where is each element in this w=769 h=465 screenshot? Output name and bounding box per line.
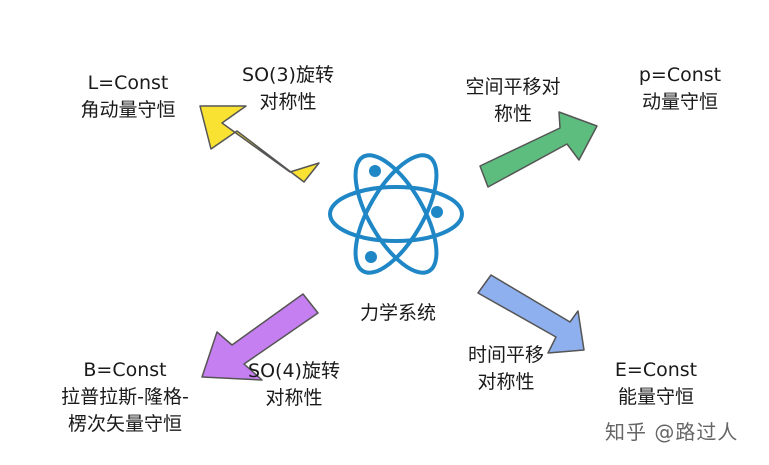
watermark: 知乎 @路过人: [605, 420, 739, 444]
symmetry-line: 对称性: [259, 91, 317, 113]
symmetry-line: 空间平移对: [465, 76, 561, 98]
conserved-symbol: E=Const: [614, 359, 698, 381]
symmetry-line: SO(4)旋转: [248, 360, 340, 382]
symmetry-space-translation: 空间平移对 称性: [458, 74, 568, 128]
arrow-energy: [477, 274, 585, 354]
conserved-runge-lenz: B=Const 拉普拉斯-隆格- 楞次矢量守恒: [50, 357, 200, 438]
conserved-name: 动量守恒: [641, 91, 718, 113]
conserved-momentum: p=Const 动量守恒: [628, 62, 732, 116]
symmetry-so3: SO(3)旋转 对称性: [236, 62, 340, 116]
conserved-angular-momentum: L=Const 角动量守恒: [72, 70, 184, 124]
conserved-symbol: L=Const: [87, 72, 169, 94]
conserved-name: 楞次矢量守恒: [67, 413, 182, 435]
symmetry-line: 时间平移: [467, 344, 544, 366]
arrow-momentum: [479, 111, 598, 188]
symmetry-line: SO(3)旋转: [242, 64, 334, 86]
arrow-angular-momentum: [199, 105, 320, 183]
system-label: 力学系统: [359, 302, 436, 324]
atom-icon: [328, 153, 464, 275]
symmetry-line: 对称性: [265, 387, 323, 409]
conserved-energy: E=Const 能量守恒: [604, 357, 708, 411]
conserved-name: 能量守恒: [617, 386, 694, 408]
conserved-name: 拉普拉斯-隆格-: [61, 386, 189, 408]
symmetry-line: 对称性: [477, 371, 535, 393]
symmetry-time-translation: 时间平移 对称性: [458, 342, 554, 396]
conserved-symbol: B=Const: [83, 359, 167, 381]
center-label: 力学系统: [350, 300, 446, 327]
conserved-name: 角动量守恒: [80, 99, 176, 121]
conserved-symbol: p=Const: [638, 64, 722, 86]
arrow-runge-lenz: [201, 293, 319, 381]
symmetry-so4: SO(4)旋转 对称性: [242, 358, 346, 412]
symmetry-line: 称性: [493, 103, 532, 125]
